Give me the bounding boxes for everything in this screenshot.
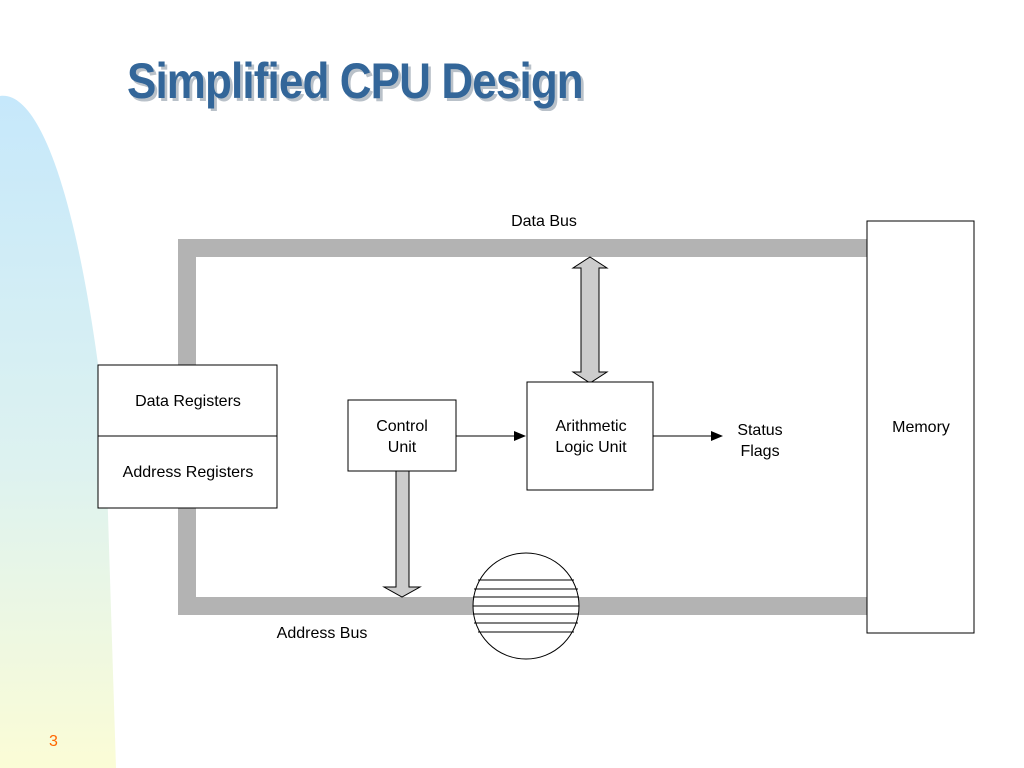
control-to-address-bus-arrow xyxy=(382,470,422,598)
slide-number: 3 xyxy=(49,733,58,750)
data-registers-label: Data Registers xyxy=(135,393,241,410)
control-unit-box xyxy=(347,399,457,472)
address-registers-label: Address Registers xyxy=(123,464,254,481)
data-bus-label: Data Bus xyxy=(511,213,577,230)
alu-box xyxy=(526,381,654,491)
control-to-alu-arrowhead xyxy=(514,431,526,441)
status-flags-label-line2: Flags xyxy=(740,443,779,460)
address-bus-label: Address Bus xyxy=(277,625,368,642)
memory-box xyxy=(866,220,975,634)
bus-striped-circle xyxy=(472,552,580,660)
background-wave-shape xyxy=(0,95,116,768)
status-flags-label-line1: Status xyxy=(737,422,782,439)
bus-loop xyxy=(178,239,868,615)
control-unit-label-line2: Unit xyxy=(388,439,417,456)
memory-label: Memory xyxy=(892,419,950,436)
alu-label-line1: Arithmetic xyxy=(555,418,626,435)
data-bus-alu-double-arrow xyxy=(571,256,609,384)
control-unit-label-line1: Control xyxy=(376,418,428,435)
slide-title: Simplified CPU Design xyxy=(127,53,584,109)
alu-label-line2: Logic Unit xyxy=(555,439,627,456)
alu-to-flags-arrowhead xyxy=(711,431,723,441)
